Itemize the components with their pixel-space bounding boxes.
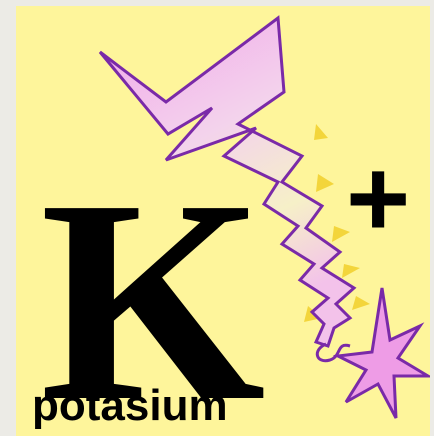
- element-tile: K + potasium: [16, 6, 430, 436]
- lightning-bolt-icon: [98, 15, 357, 348]
- star-burst-icon: [332, 287, 430, 419]
- element-name: potasium: [32, 381, 228, 430]
- bolt-illustration: [98, 15, 430, 419]
- element-symbol: K: [40, 140, 266, 436]
- squiggle-tail: [315, 342, 351, 363]
- spark-icon: [304, 124, 370, 322]
- ion-charge: +: [346, 137, 411, 260]
